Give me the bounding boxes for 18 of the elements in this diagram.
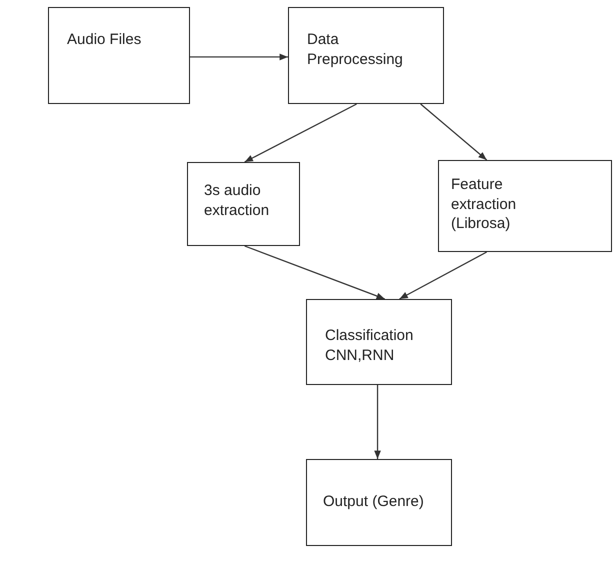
arrow <box>420 104 488 160</box>
process-box <box>187 162 300 246</box>
arrow <box>374 385 381 459</box>
box-label: Feature extraction (Librosa) <box>451 175 518 234</box>
process-box <box>306 459 452 546</box>
arrow <box>399 251 487 300</box>
arrow <box>244 103 357 163</box>
process-box <box>306 299 452 385</box>
box-label: Classification CNN,RNN <box>325 326 414 365</box>
box-label: 3s audio extraction <box>204 181 270 220</box>
box-label: Output (Genre) <box>323 492 425 512</box>
process-box <box>438 160 612 252</box>
arrow <box>190 54 288 60</box>
process-box <box>288 7 444 104</box>
arrow <box>244 245 386 300</box>
process-box <box>48 7 190 104</box>
box-label: Audio Files <box>67 30 142 50</box>
box-label: Data Preprocessing <box>307 30 404 69</box>
